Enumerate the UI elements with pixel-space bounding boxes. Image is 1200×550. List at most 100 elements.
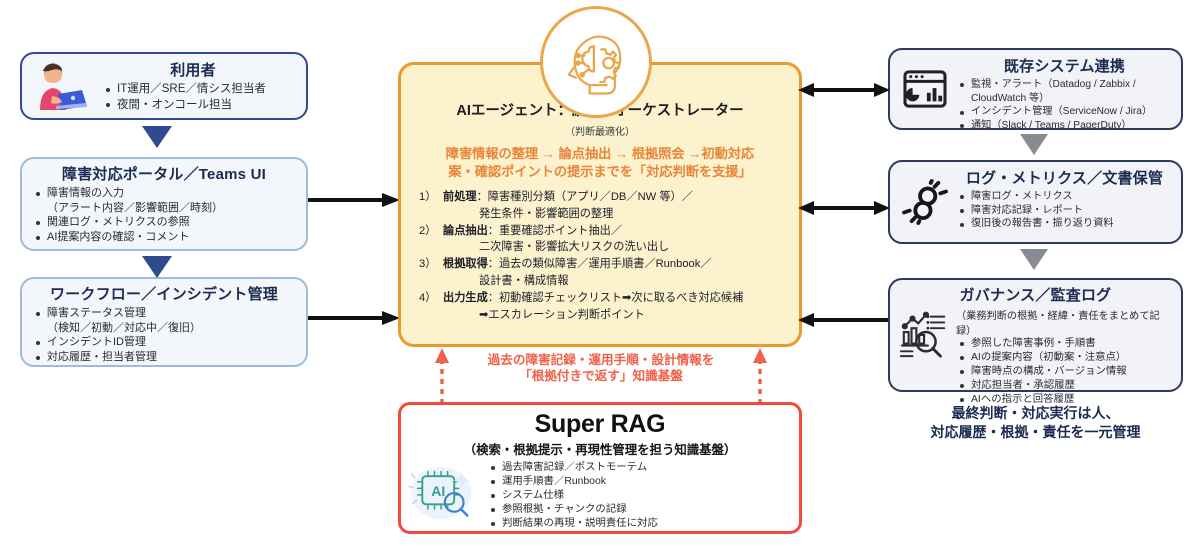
agent-lead-text: 障害情報の整理 → 論点抽出 → 根拠照会 →初動対応 案・確認ポイントの提示ま…	[401, 145, 799, 180]
list-item: 運用手順書／Runbook	[489, 475, 799, 489]
agent-subtitle: （判断最適化）	[565, 127, 635, 138]
box-workflow-bullets: 障害ステータス管理 （検知／初動／対応中／復旧） インシデントID管理 対応履歴…	[22, 304, 306, 365]
ai-chip-magnifier-icon: AI	[401, 461, 483, 531]
list-item: インシデント管理（ServiceNow / Jira）	[958, 105, 1175, 119]
box-existing-systems-title: 既存システム連携	[1003, 58, 1126, 75]
step-number: 2）	[419, 224, 437, 237]
step-number: 4）	[419, 291, 437, 304]
list-item-cont: CloudWatch 等）	[971, 92, 1050, 104]
list-item: 通知（Slack / Teams / PagerDuty）	[958, 119, 1175, 133]
agent-step: 4） 出力生成 ：初動確認チェックリスト➡次に取るべき対応候補	[419, 290, 789, 307]
list-item: AIの提案内容（初動案・注意点）	[958, 351, 1175, 365]
rag-link-label: 過去の障害記録・運用手順・設計情報を 「根拠付きで返す」知識基盤	[452, 352, 750, 385]
chain-link-icon	[896, 166, 954, 238]
agent-step-cont: 設計書・構成情報	[479, 275, 569, 288]
list-item: 参照根拠・チャンクの記録	[489, 503, 799, 517]
agent-step-list: 1） 前処理 ：障害種別分類（アプリ／DB／NW 等）／ 発生条件・影響範囲の整…	[401, 189, 799, 323]
list-item: 復旧後の報告書・振り返り資料	[958, 217, 1175, 231]
bottom-note-line2: 対応履歴・根拠・責任を一元管理	[930, 423, 1141, 440]
agent-step: 2） 論点抽出 ：重要確認ポイント抽出／	[419, 223, 789, 240]
list-item: 対応履歴・担当者管理	[34, 350, 300, 365]
list-item: 対応担当者・承認履歴	[958, 379, 1175, 393]
step-number: 3）	[419, 258, 437, 271]
box-governance-bullets: 参照した障害事例・手順書 AIの提案内容（初動案・注意点） 障害時点の構成・バー…	[954, 337, 1175, 407]
person-laptop-icon	[28, 60, 88, 112]
box-incident-portal-title: 障害対応ポータル／Teams UI	[62, 166, 266, 183]
box-governance-title: ガバナンス／監査ログ	[959, 287, 1112, 304]
dashboard-chart-icon	[896, 54, 954, 124]
box-workflow-title: ワークフロー／インシデント管理	[49, 286, 278, 303]
arrow-down-sys-to-log	[1020, 134, 1048, 155]
list-item: AIへの指示と回答履歴	[958, 393, 1175, 407]
list-item: 関連ログ・メトリクスの参照	[34, 215, 300, 230]
list-item: システム仕様	[489, 489, 799, 503]
dotted-connector-left	[435, 348, 449, 404]
step-sep: ：	[487, 258, 499, 271]
list-item-cont: （検知／初動／対応中／復旧）	[47, 321, 201, 334]
box-existing-systems: 既存システム連携 監視・アラート（Datadog / Zabbix / Clou…	[888, 48, 1183, 133]
agent-lead-line2: 案・確認ポイントの提示までを「対応判断を支援」	[448, 163, 752, 179]
bottom-note: 最終判断・対応実行は人、 対応履歴・根拠・責任を一元管理	[888, 404, 1183, 442]
list-item: 過去障害記録／ポストモーテム	[489, 461, 799, 475]
step-body-text: 初動確認チェックリスト➡次に取るべき対応候補	[498, 291, 744, 304]
box-super-rag: Super RAG （検索・根拠提示・再現性管理を担う知識基盤） AI	[398, 402, 802, 534]
super-rag-title: Super RAG	[534, 410, 666, 438]
list-item-cont: （アラート内容／影響範囲／時刻）	[47, 201, 223, 214]
audit-chart-magnifier-icon	[896, 307, 954, 413]
bottom-note-line1: 最終判断・対応実行は人、	[951, 405, 1120, 421]
box-workflow: ワークフロー／インシデント管理 障害ステータス管理 （検知／初動／対応中／復旧）…	[20, 277, 308, 367]
super-rag-bullets: 過去障害記録／ポストモーテム 運用手順書／Runbook システム仕様 参照根拠…	[483, 461, 799, 531]
box-logs-metrics-title: ログ・メトリクス／文書保管	[965, 170, 1164, 187]
step-name: 根拠取得	[443, 258, 488, 271]
agent-step-cont: 発生条件・影響範囲の整理	[479, 207, 614, 220]
arrow-portal-to-agent	[308, 193, 400, 207]
step-name: 出力生成	[443, 291, 488, 304]
step-sep: ：	[487, 291, 499, 304]
list-item: 監視・アラート（Datadog / Zabbix /	[958, 78, 1175, 92]
step-body-text: 過去の類似障害／運用手順書／Runbook／	[498, 258, 712, 271]
rag-link-label-line1: 過去の障害記録・運用手順・設計情報を	[487, 353, 715, 367]
arrow-agent-governance	[798, 313, 888, 327]
step-body-text: 重要確認ポイント抽出／	[498, 224, 623, 237]
step-name: 論点抽出	[443, 224, 488, 237]
step-sep: ：	[487, 224, 499, 237]
list-item: 障害対応記録・レポート	[958, 204, 1175, 218]
box-existing-systems-bullets: 監視・アラート（Datadog / Zabbix / CloudWatch 等）…	[954, 78, 1175, 133]
ai-head-brain-icon	[540, 6, 652, 118]
box-user-title: 利用者	[170, 62, 216, 80]
step-body: ：過去の類似障害／運用手順書／Runbook／	[488, 256, 789, 273]
list-item: 夜間・オンコール担当	[104, 98, 298, 113]
box-user: 利用者 IT運用／SRE／情シス担当者 夜間・オンコール担当	[20, 52, 308, 120]
step-sep: ：	[476, 191, 488, 204]
agent-step-cont: ➡エスカレーション判断ポイント	[479, 308, 645, 321]
step-body: ：初動確認チェックリスト➡次に取るべき対応候補	[488, 290, 789, 307]
arrow-workflow-to-agent	[308, 311, 400, 325]
list-item: AI提案内容の確認・コメント	[34, 230, 300, 245]
list-item: 判断結果の再現・説明責任に対応	[489, 517, 799, 531]
box-user-bullets: IT運用／SRE／情シス担当者 夜間・オンコール担当	[88, 82, 298, 113]
arrow-down-portal-to-workflow	[142, 256, 172, 278]
arrow-down-user-to-portal	[142, 126, 172, 148]
arrow-agent-existing-systems	[798, 83, 890, 97]
rag-link-label-line2: 「根拠付きで返す」知識基盤	[519, 369, 683, 384]
step-body-text: 障害種別分類（アプリ／DB／NW 等）／	[487, 191, 693, 204]
dotted-connector-right	[753, 348, 767, 404]
box-governance-note: （業務判断の根拠・経緯・責任をまとめて記録）	[956, 311, 1160, 337]
agent-step-cont: 二次障害・影響拡大リスクの洗い出し	[479, 241, 670, 254]
box-incident-portal-bullets: 障害情報の入力 （アラート内容／影響範囲／時刻） 関連ログ・メトリクスの参照 A…	[22, 184, 306, 245]
arrow-down-log-to-gov	[1020, 249, 1048, 270]
list-item: 参照した障害事例・手順書	[958, 337, 1175, 351]
box-logs-metrics: ログ・メトリクス／文書保管 障害ログ・メトリクス 障害対応記録・レポート 復旧後…	[888, 160, 1183, 244]
step-body: ：障害種別分類（アプリ／DB／NW 等）／	[477, 189, 789, 206]
box-incident-portal: 障害対応ポータル／Teams UI 障害情報の入力 （アラート内容／影響範囲／時…	[20, 157, 308, 251]
agent-step: 1） 前処理 ：障害種別分類（アプリ／DB／NW 等）／	[419, 189, 789, 206]
list-item: 障害時点の構成・バージョン情報	[958, 365, 1175, 379]
agent-lead-line1: 障害情報の整理 → 論点抽出 → 根拠照会 →初動対応	[445, 146, 755, 161]
list-item: 障害ログ・メトリクス	[958, 190, 1175, 204]
box-logs-metrics-bullets: 障害ログ・メトリクス 障害対応記録・レポート 復旧後の報告書・振り返り資料	[954, 190, 1175, 231]
step-number: 1）	[419, 191, 437, 204]
arrow-agent-logs-metrics	[798, 201, 890, 215]
list-item: 障害ステータス管理	[34, 306, 300, 321]
list-item: インシデントID管理	[34, 335, 300, 350]
